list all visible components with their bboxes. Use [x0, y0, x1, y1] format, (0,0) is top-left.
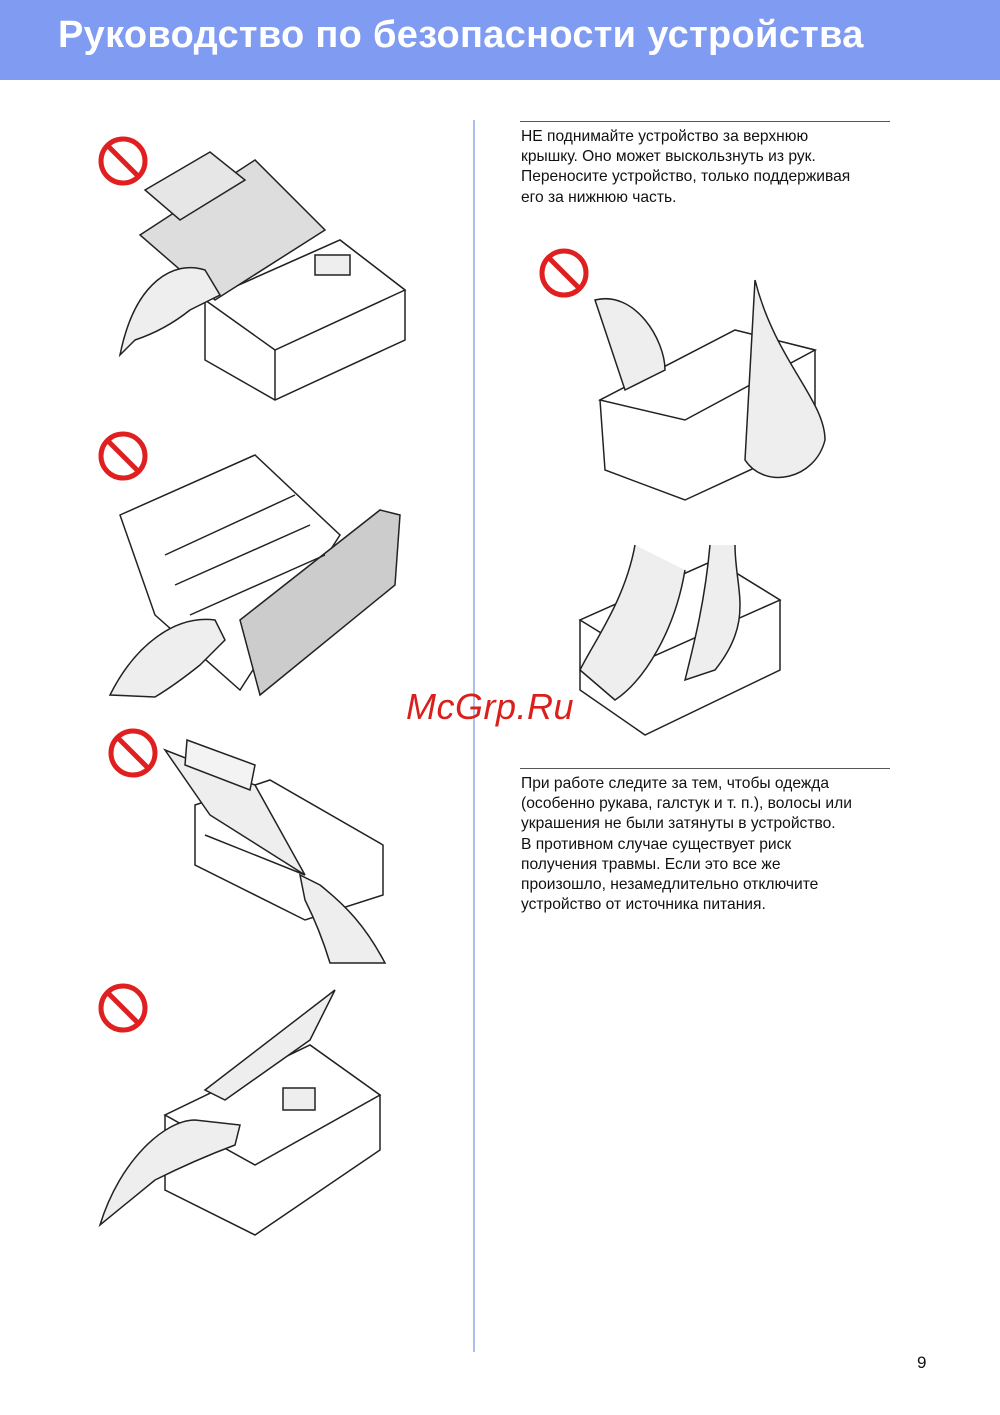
page-title: Руководство по безопасности устройства: [58, 14, 864, 56]
illustration-scanner-top-cover: [98, 983, 382, 1236]
illustration-scanner-feeder: [108, 728, 387, 964]
watermark: McGrp.Ru: [406, 686, 575, 727]
text-line: При работе следите за тем, чтобы одежда: [521, 775, 830, 792]
text-line: крышку. Оно может выскользнуть из рук.: [521, 148, 816, 166]
text-line: (особенно рукава, галстук и т. п.), воло…: [521, 795, 852, 813]
prohibited-icon: [108, 728, 158, 778]
text-line: В противном случае существует риск: [521, 835, 792, 853]
illustration-scanner-open-tray: [98, 136, 407, 401]
text-line: получения травмы. Если это все же: [521, 855, 781, 873]
text-line: НЕ поднимайте устройство за верхнюю: [521, 128, 809, 145]
section-rule: [520, 768, 890, 769]
column-divider: [473, 120, 475, 1352]
text-line: Переносите устройство, только поддержива…: [521, 168, 851, 186]
prohibited-icon: [98, 983, 148, 1033]
section-rule: [520, 121, 890, 122]
illustration-carrying-scanner: [539, 248, 826, 736]
page-number: 9: [917, 1353, 927, 1372]
text-line: украшения не были затянуты в устройство.: [521, 815, 836, 833]
text-line: устройство от источника питания.: [521, 896, 766, 914]
warning-clothing-text: При работе следите за тем, чтобы одежда …: [521, 774, 901, 915]
warning-lift-text: НЕ поднимайте устройство за верхнюю крыш…: [521, 127, 901, 208]
text-line: произошло, незамедлительно отключите: [521, 876, 819, 894]
prohibited-icon: [98, 136, 148, 186]
prohibited-icon: [98, 431, 148, 481]
illustration-scanner-open-cover: [98, 431, 401, 698]
page-header: Руководство по безопасности устройства: [0, 0, 1000, 80]
prohibited-icon: [539, 248, 589, 298]
text-line: его за нижнюю часть.: [521, 188, 677, 206]
